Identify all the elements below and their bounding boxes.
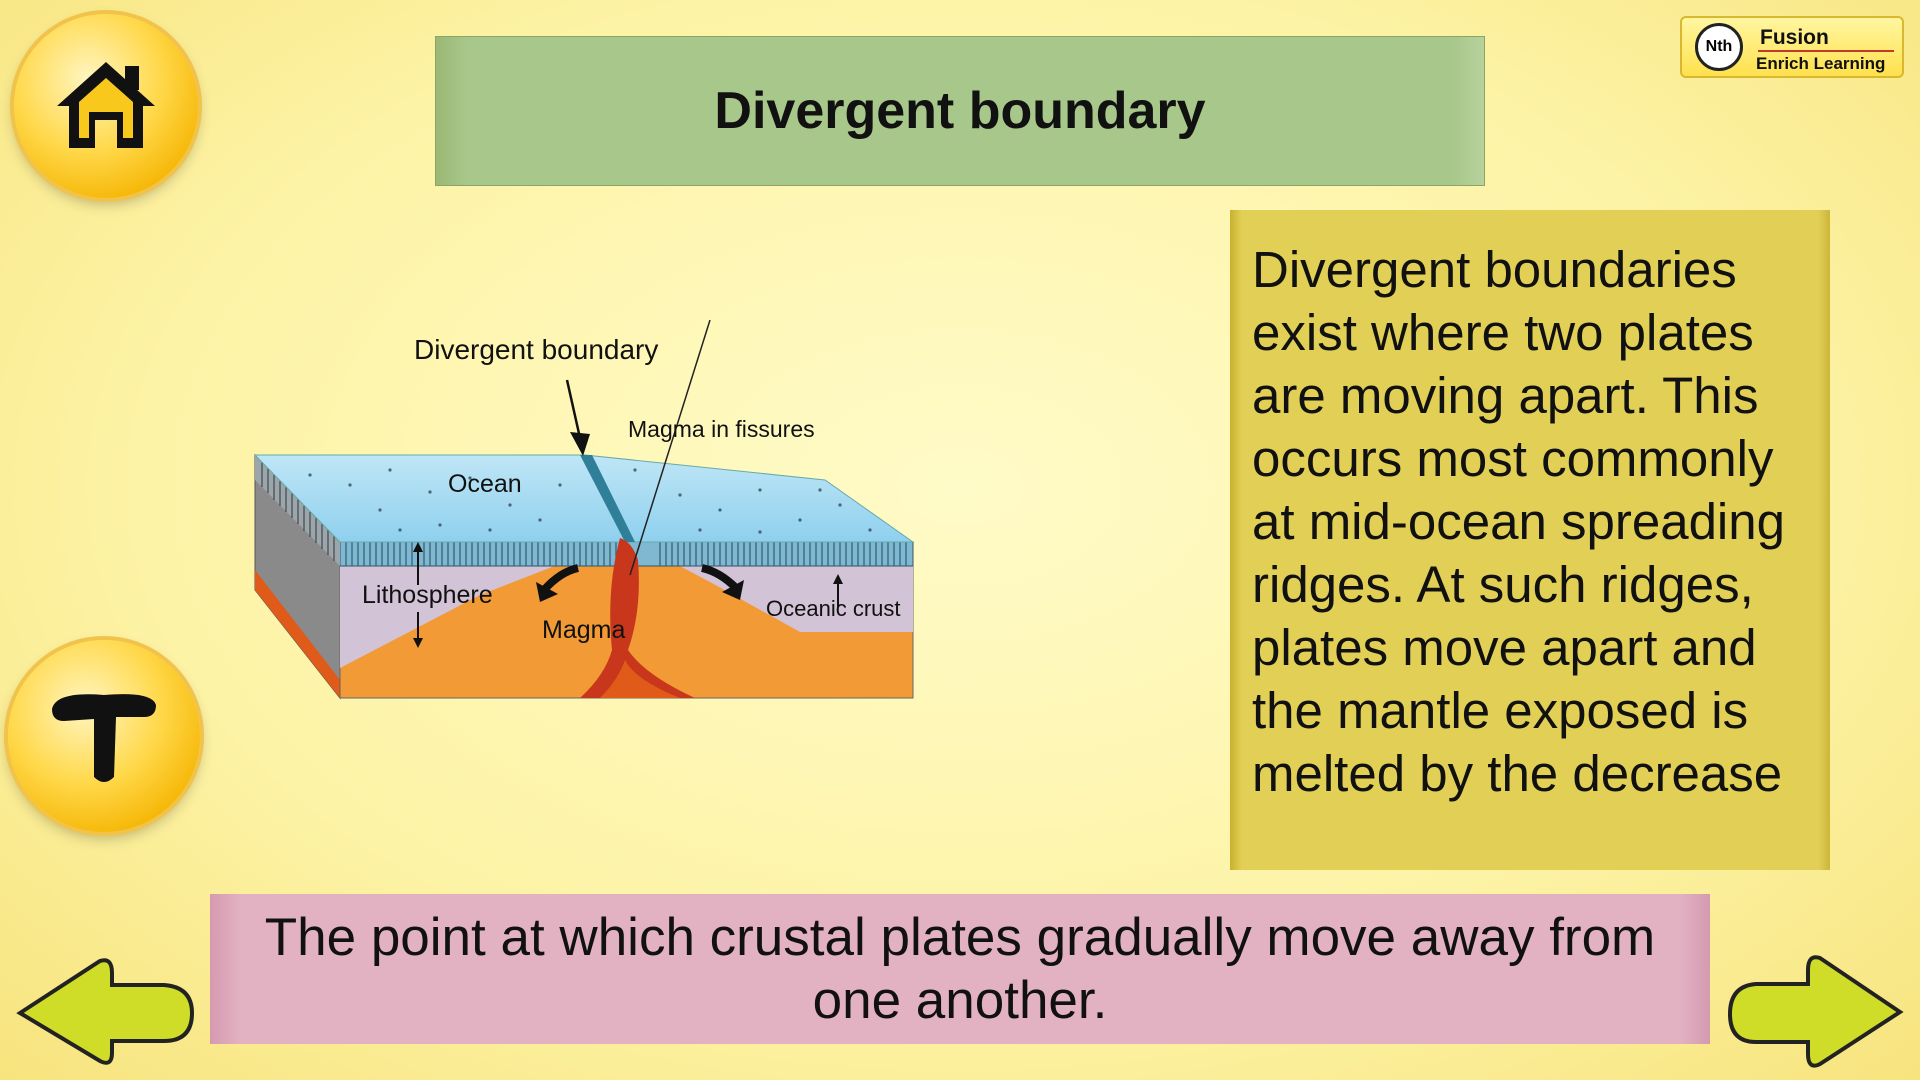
definition-text: The point at which crustal plates gradua…	[264, 908, 1656, 1030]
logo-divider	[1758, 50, 1894, 52]
logo-mark: Nth	[1695, 23, 1743, 71]
left-arrow-icon	[16, 958, 194, 1065]
home-icon	[57, 62, 155, 148]
previous-button[interactable]	[14, 955, 194, 1065]
definition-panel: The point at which crustal plates gradua…	[210, 894, 1710, 1044]
text-t-icon	[52, 694, 156, 782]
divergent-boundary-diagram: Divergent boundary Magma in fissures Oce…	[253, 320, 915, 700]
label-ocean: Ocean	[448, 470, 522, 498]
label-divergent-boundary: Divergent boundary	[414, 334, 658, 365]
right-arrow-icon	[1727, 955, 1904, 1068]
text-button[interactable]	[8, 640, 200, 832]
logo-brand: Fusion	[1760, 26, 1829, 49]
page-title: Divergent boundary	[714, 82, 1206, 140]
brand-logo: Nth Fusion Enrich Learning	[1680, 16, 1904, 78]
info-panel[interactable]: Divergent boundaries exist where two pla…	[1230, 210, 1830, 870]
info-text: Divergent boundaries exist where two pla…	[1252, 241, 1785, 802]
label-oceanic-crust: Oceanic crust	[766, 596, 901, 621]
logo-tagline: Enrich Learning	[1756, 54, 1886, 73]
label-magma-in-fissures: Magma in fissures	[628, 416, 815, 442]
label-magma: Magma	[542, 616, 625, 644]
home-button[interactable]	[14, 14, 198, 198]
label-lithosphere: Lithosphere	[362, 581, 493, 609]
next-button[interactable]	[1726, 952, 1906, 1070]
title-banner: Divergent boundary	[435, 36, 1485, 186]
